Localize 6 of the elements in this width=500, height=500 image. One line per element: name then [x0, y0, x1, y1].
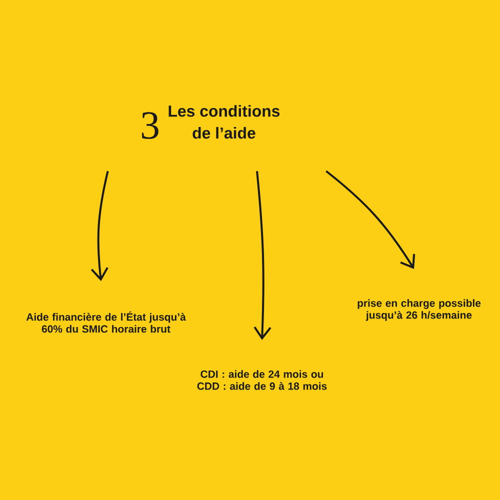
arrow: [90, 170, 109, 282]
condition-text: CDI : aide de 24 mois ou CDD : aide de 9 à 18 mois: [197, 370, 327, 390]
arrow: [326, 170, 416, 269]
condition-text: Aide financière de l’État jusqu’à 60% du SMIC horaire brut: [26, 311, 186, 333]
arrow: [254, 171, 272, 340]
condition-text: prise en charge possible jusqu’à 26 h/semaine: [358, 299, 481, 321]
